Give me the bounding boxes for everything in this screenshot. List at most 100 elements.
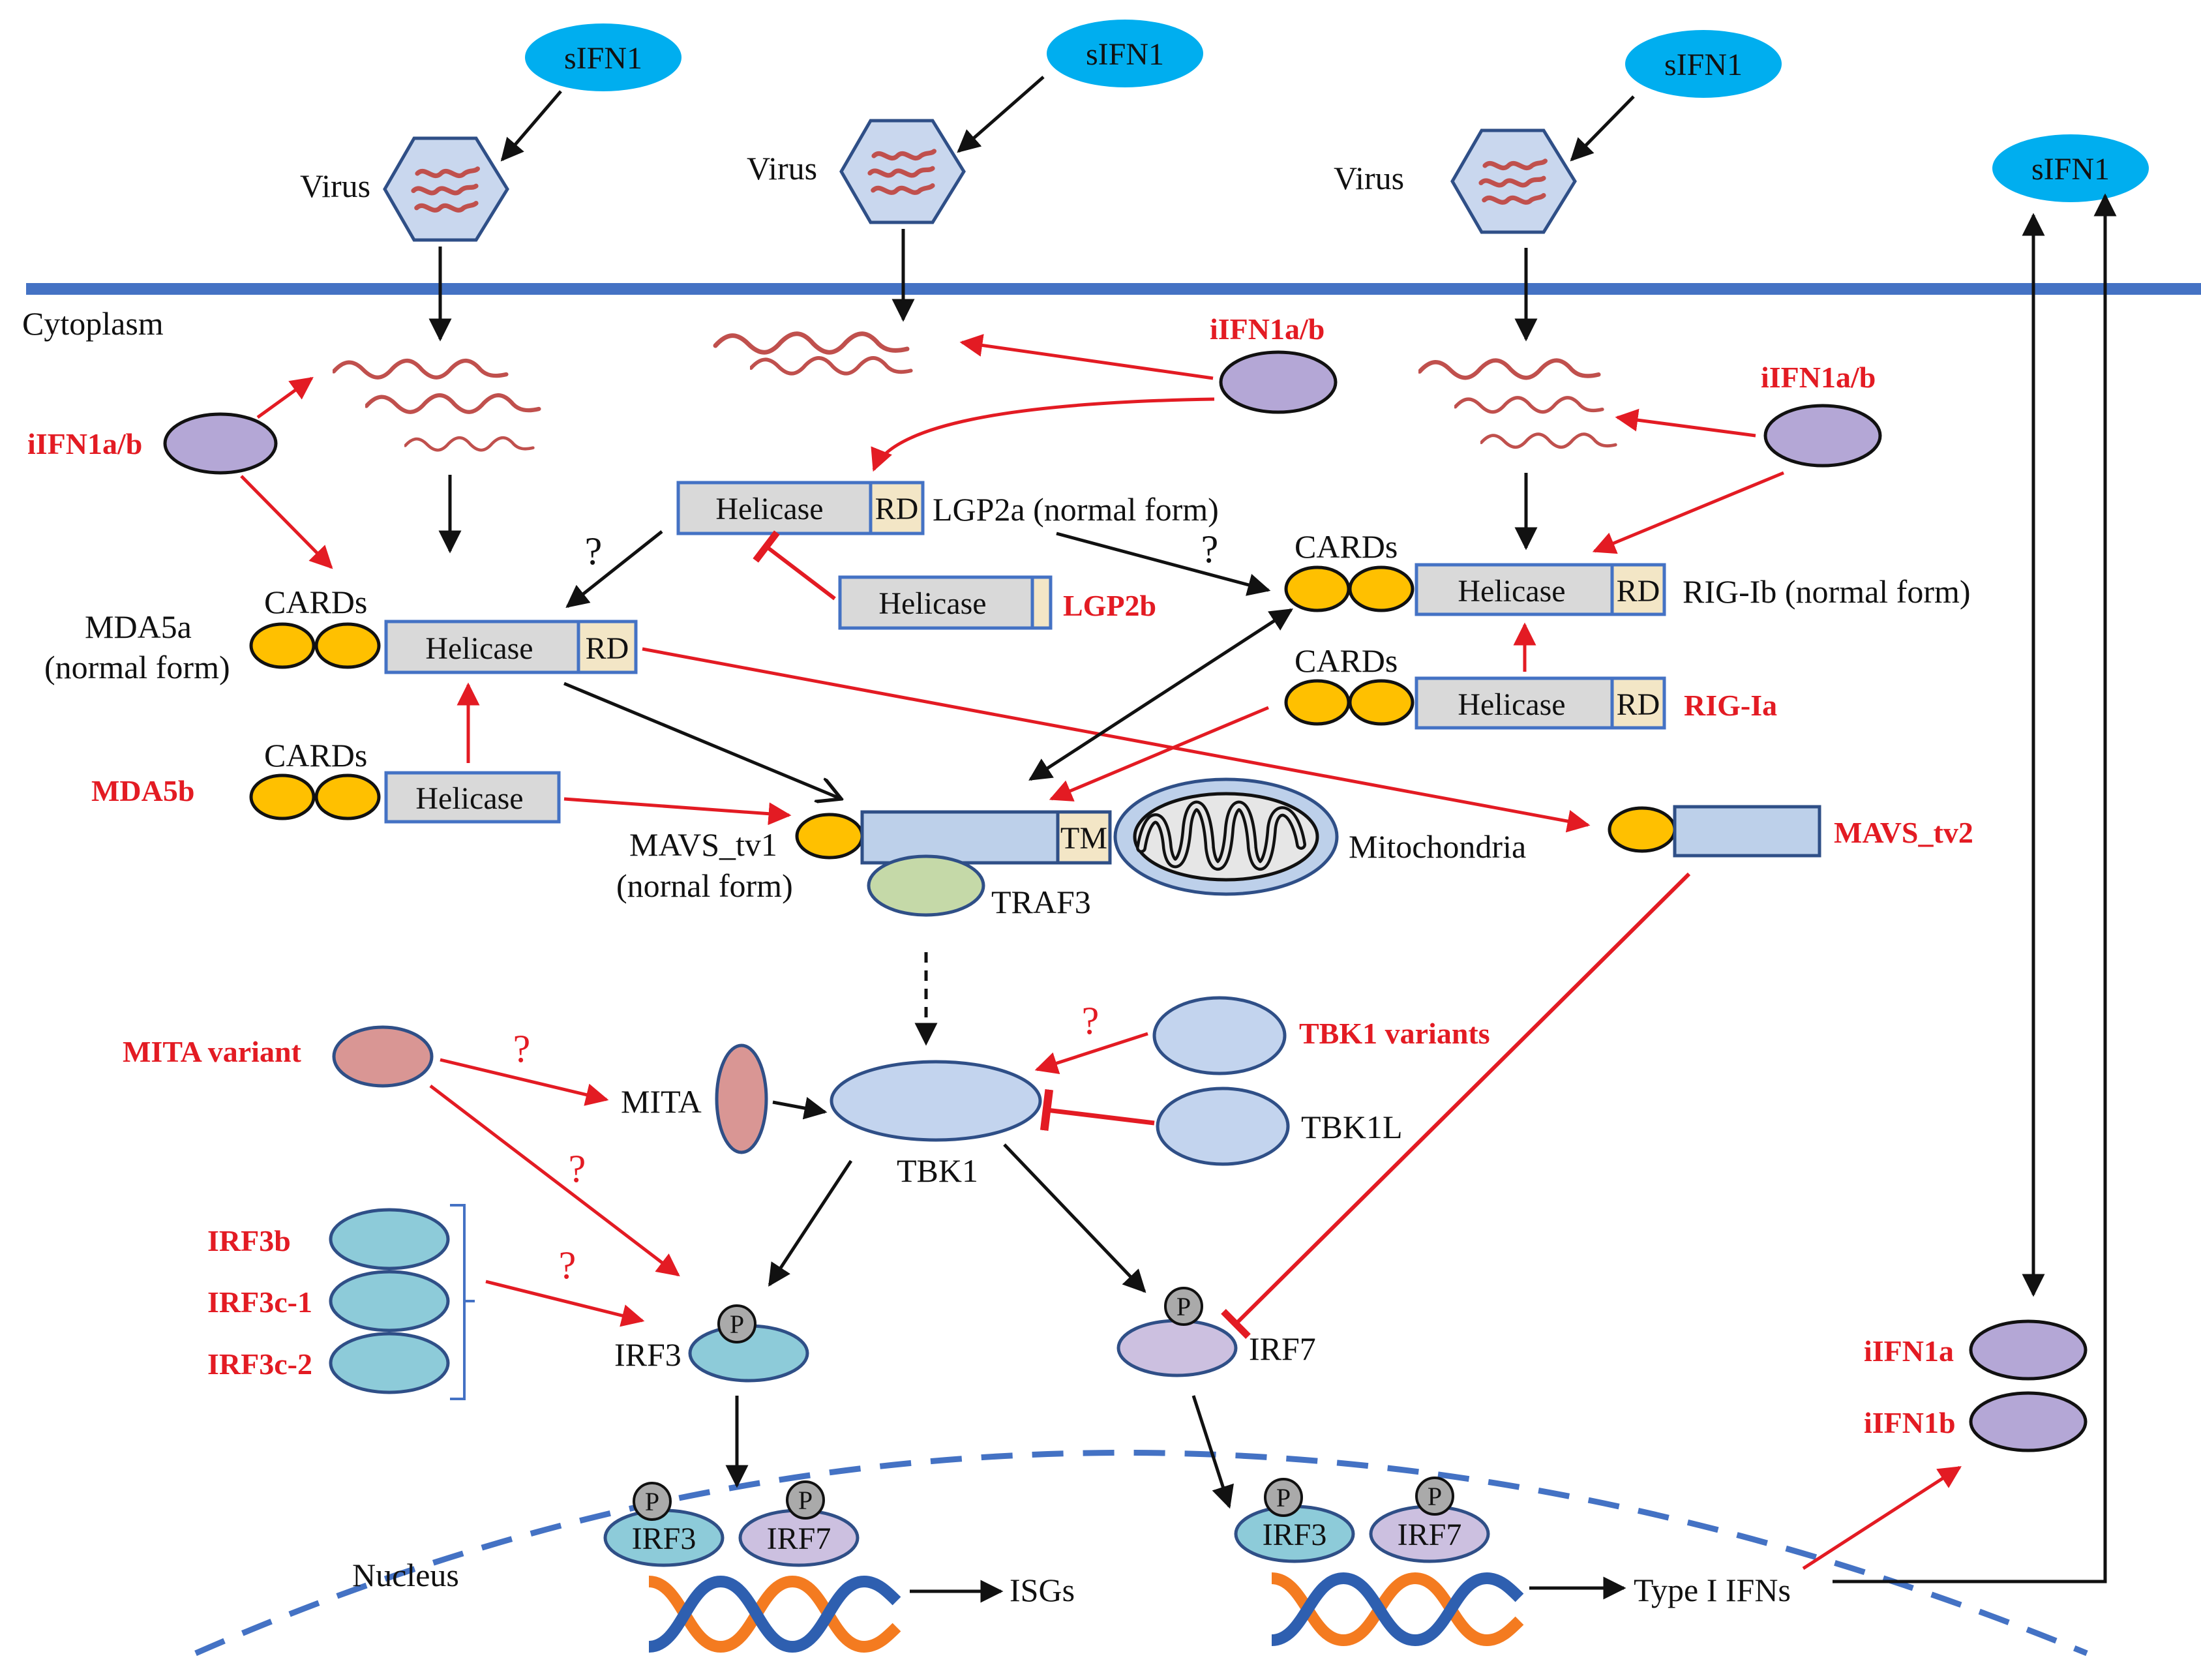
arrow-lgp2a-mda5a xyxy=(565,530,663,608)
arrow-iifn-rna-right xyxy=(1615,408,1756,438)
iifn1a-label: iIFN1a xyxy=(1864,1334,1954,1368)
inhibit-tbk1l-tbk1 xyxy=(1040,1088,1155,1132)
lgp2b-rd-stub xyxy=(1030,575,1053,630)
irf3b-ellipse xyxy=(329,1208,450,1270)
irf3-nuc-left-phospho xyxy=(633,1482,672,1521)
iifn1ab-middle: iIFN1a/b xyxy=(871,312,1338,472)
mda5b-card-1 xyxy=(249,773,316,820)
irf7-nuc-left-phospho xyxy=(786,1480,825,1520)
virus-label-3: Virus xyxy=(1334,160,1404,196)
irf3b-label: IRF3b xyxy=(207,1224,291,1257)
mda5a-helicase-label: Helicase xyxy=(425,631,533,666)
tbk1-ellipse xyxy=(830,1060,1042,1142)
irf3-nuc-right-label: IRF3 xyxy=(1263,1518,1327,1552)
viral-rna-middle xyxy=(715,334,911,374)
irf3-nuc-right-phospho xyxy=(1264,1478,1303,1517)
mda5b-card-2 xyxy=(314,773,381,820)
arrow-mita-variant-irf3 xyxy=(429,1085,680,1277)
iifn1ab-label-left: iIFN1a/b xyxy=(27,427,142,460)
mavs-tv2-body xyxy=(1673,805,1821,858)
mda5a-label-form: (normal form) xyxy=(44,649,230,685)
arrow-mda5a-mavs xyxy=(563,682,841,799)
rigia-helicase-label: Helicase xyxy=(1458,687,1565,722)
viral-rna-right xyxy=(1420,361,1615,447)
irf7-cyto-ellipse xyxy=(1116,1319,1238,1377)
iifn1b: iIFN1b xyxy=(1864,1391,2088,1452)
mavs-tv2: MAVS_tv2 xyxy=(1608,805,1973,858)
irf3-variants-bracket xyxy=(450,1204,475,1400)
irf7-cyto: P IRF7 xyxy=(1116,1287,1316,1377)
nucleus-label: Nucleus xyxy=(352,1557,459,1593)
type1-ifn-label: Type I IFNs xyxy=(1634,1572,1791,1608)
arrow-sifn-virus-2 xyxy=(957,76,1045,153)
rigib-rd xyxy=(1610,563,1666,616)
arrow-sifn-virus-3 xyxy=(1570,95,1635,162)
rigib-card-1 xyxy=(1284,565,1351,612)
lgp2b: Helicase LGP2b xyxy=(838,575,1156,630)
rigib-rd-label: RD xyxy=(1617,574,1660,608)
lgp2a-rd xyxy=(869,481,925,535)
sifn1-ellipse-3 xyxy=(1625,30,1782,98)
arrow-tbk1-irf3 xyxy=(768,1160,853,1287)
irf7-cyto-phospho-label: P xyxy=(1176,1292,1191,1321)
iifn1a-ellipse xyxy=(1969,1319,2088,1381)
arrow-iifn-rna-middle xyxy=(959,334,1214,380)
lgp2a-rd-label: RD xyxy=(875,492,919,526)
sifn1-label-3: sIFN1 xyxy=(1664,48,1743,82)
traf3-label: TRAF3 xyxy=(991,884,1091,920)
mavs-tv1: Mitochondria TM MAVS_tv1 (nornal form) T… xyxy=(616,777,1526,920)
question-lgp2a-rigib: ? xyxy=(1201,528,1219,571)
mda5b: MDA5b CARDs Helicase xyxy=(91,737,561,824)
arrow-mita-tbk1 xyxy=(772,1096,828,1120)
irf3c2-ellipse xyxy=(329,1332,450,1394)
rigia-card-2 xyxy=(1348,679,1415,726)
irf7-nuc-left-label: IRF7 xyxy=(767,1522,831,1556)
rigia-rd-label: RD xyxy=(1617,687,1660,722)
rigia-card-1 xyxy=(1284,679,1351,726)
sifn1-label-1: sIFN1 xyxy=(564,41,642,76)
question-tbk1-variants: ? xyxy=(1082,999,1100,1042)
mita-label: MITA xyxy=(621,1083,702,1120)
arrow-sifn-virus-1 xyxy=(500,90,562,162)
mda5a: MDA5a (normal form) CARDs Helicase RD xyxy=(44,584,638,685)
mda5a-helicase xyxy=(384,620,580,674)
rigib: CARDs Helicase RD RIG-Ib (normal form) xyxy=(1284,528,1971,616)
irf7-cyto-label: IRF7 xyxy=(1249,1330,1316,1367)
irf3-cyto-label: IRF3 xyxy=(614,1336,681,1373)
sifn1-ellipse-secreted xyxy=(1992,134,2149,202)
rigia-helicase xyxy=(1415,676,1614,730)
mavs-tv1-card xyxy=(795,813,864,860)
irf3-cyto-phospho xyxy=(717,1304,756,1343)
sifn1-ellipse-2 xyxy=(1047,20,1203,87)
tbk1l-ellipse xyxy=(1156,1087,1290,1166)
lgp2b-helicase-label: Helicase xyxy=(878,586,986,621)
nuclear-dimer-right: P IRF3 P IRF7 xyxy=(1234,1477,1490,1563)
question-mita-variant-irf3: ? xyxy=(569,1147,586,1190)
question-lgp2a-mda5a: ? xyxy=(585,530,603,573)
rigib-cards-label: CARDs xyxy=(1295,528,1398,565)
mavs-tv1-body xyxy=(860,810,1060,865)
mavs-tv1-tm-label: TM xyxy=(1060,821,1107,856)
mda5a-card-1 xyxy=(249,622,316,669)
arrow-type1-sifn1 xyxy=(1833,193,2117,1583)
arrow-iifn-lgp2a xyxy=(871,397,1215,472)
dna-right xyxy=(1270,1572,1524,1647)
mda5a-rd-label: RD xyxy=(586,631,629,666)
mda5a-card-2 xyxy=(314,622,381,669)
irf7-nuc-right-phospho-label: P xyxy=(1428,1482,1442,1511)
arrow-mda5b-mavs xyxy=(563,797,792,826)
rigia: CARDs Helicase RD RIG-Ia xyxy=(1284,642,1777,730)
inhibit-mavstv2-irf7 xyxy=(1221,872,1691,1339)
mavs-tv1-label-form: (nornal form) xyxy=(616,867,793,904)
arrow-mda5a-mavstv2 xyxy=(642,647,1591,833)
rigia-rd xyxy=(1610,676,1666,730)
iifn1b-label: iIFN1b xyxy=(1864,1406,1956,1439)
lgp2a-label: LGP2a (normal form) xyxy=(933,491,1219,528)
virus-label-1: Virus xyxy=(300,168,370,204)
arrow-irf3-variants-irf3 xyxy=(485,1280,645,1327)
irf3c2-label: IRF3c-2 xyxy=(207,1347,312,1381)
irf3-nuc-left-label: IRF3 xyxy=(632,1522,696,1556)
mitochondria-label: Mitochondria xyxy=(1349,828,1526,865)
mda5b-cards-label: CARDs xyxy=(264,737,367,773)
